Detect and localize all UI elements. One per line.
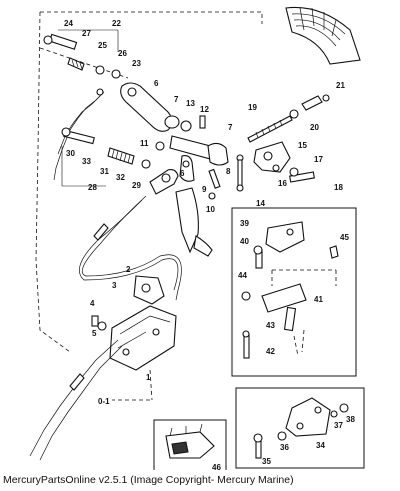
callout-41: 41 (314, 295, 323, 304)
callout-7-upper: 7 (174, 95, 179, 104)
callout-23: 23 (132, 59, 141, 68)
callout-30: 30 (66, 149, 75, 158)
callout-43: 43 (266, 321, 275, 330)
callout-31: 31 (100, 167, 109, 176)
callout-11: 11 (140, 139, 149, 148)
callout-32: 32 (116, 173, 125, 182)
callout-6-mid: 6 (180, 169, 185, 178)
callout-10: 10 (206, 205, 215, 214)
callout-35: 35 (262, 457, 271, 466)
callout-42: 42 (266, 347, 275, 356)
callout-46: 46 (212, 463, 221, 470)
callout-33: 33 (82, 157, 91, 166)
engine-block-fragment (285, 6, 361, 65)
outline-dash (35, 11, 263, 353)
callout-39: 39 (240, 219, 249, 228)
copyright-caption: MercuryPartsOnline v2.5.1 (Image Copyrig… (3, 474, 294, 486)
callout-40: 40 (240, 237, 249, 246)
callout-6-upper: 6 (154, 79, 159, 88)
inset-box-46 (153, 419, 227, 470)
throttle-lever-6 (120, 82, 206, 132)
callout-2: 2 (126, 265, 131, 274)
control-cable-loop (79, 195, 182, 301)
callout-0-1: 0-1 (98, 397, 110, 406)
callout-34: 34 (316, 441, 325, 450)
mount-bracket-1 (91, 275, 177, 371)
callout-37: 37 (334, 421, 343, 430)
callout-25: 25 (98, 41, 107, 50)
spring-group-28 (61, 127, 151, 187)
callout-26: 26 (118, 49, 127, 58)
lower-cables (29, 339, 123, 461)
callout-20: 20 (310, 123, 319, 132)
callout-28: 28 (88, 183, 97, 192)
callout-44: 44 (238, 271, 247, 280)
bracket-group-22 (39, 29, 129, 79)
inset-box-34-38 (235, 387, 365, 469)
callout-36: 36 (280, 443, 289, 452)
linkage-middle (155, 135, 244, 192)
rod-19-21 (247, 94, 330, 143)
callout-13: 13 (186, 99, 195, 108)
callout-8: 8 (226, 167, 231, 176)
callout-12: 12 (200, 105, 209, 114)
inset-box-39-45 (231, 207, 357, 377)
bracket-15 (253, 141, 315, 183)
arm-29 (149, 168, 221, 257)
callout-15: 15 (298, 141, 307, 150)
callout-38: 38 (346, 415, 355, 424)
callout-19: 19 (248, 103, 257, 112)
throttle-cable-upper (53, 88, 105, 181)
callout-3: 3 (112, 281, 117, 290)
callout-17: 17 (314, 155, 323, 164)
callout-7-mid: 7 (228, 123, 233, 132)
callout-27: 27 (82, 29, 91, 38)
parts-exploded-diagram: 24 22 27 25 26 23 6 7 13 12 7 19 21 20 1… (29, 6, 365, 470)
callout-14: 14 (256, 199, 265, 208)
callout-labels: 24 22 27 25 26 23 6 7 13 12 7 19 21 20 1… (64, 19, 355, 470)
callout-9: 9 (202, 185, 207, 194)
callout-24: 24 (64, 19, 73, 28)
callout-16: 16 (278, 179, 287, 188)
callout-1: 1 (146, 373, 151, 382)
callout-18: 18 (334, 183, 343, 192)
callout-21: 21 (336, 81, 345, 90)
callout-29: 29 (132, 181, 141, 190)
callout-45: 45 (340, 233, 349, 242)
callout-4: 4 (90, 299, 95, 308)
callout-22: 22 (112, 19, 121, 28)
callout-5: 5 (92, 329, 97, 338)
